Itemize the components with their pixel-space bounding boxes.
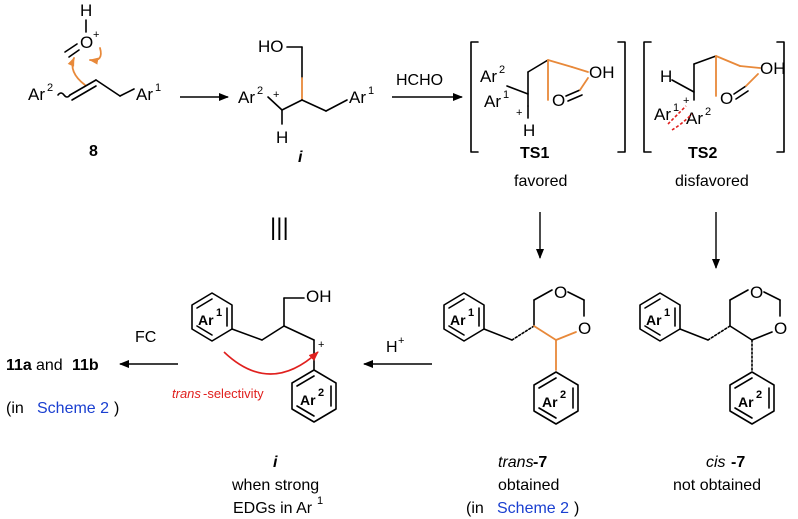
trans-7-prefix: trans <box>498 454 534 471</box>
scheme-2-link-right[interactable]: Scheme 2 <box>497 500 569 517</box>
svg-text:2: 2 <box>257 85 263 97</box>
intermediate-i-top: HO Ar 2 + H Ar 1 i <box>238 37 374 166</box>
svg-text:2: 2 <box>318 387 324 399</box>
plus-charge: + <box>93 29 99 41</box>
svg-text:H: H <box>660 67 672 86</box>
ar2-label: Ar <box>28 85 45 104</box>
svg-text:+: + <box>318 339 324 351</box>
svg-text:Ar: Ar <box>686 109 703 128</box>
svg-text:Ar: Ar <box>238 88 255 107</box>
svg-text:Ar: Ar <box>542 394 558 410</box>
svg-text:Ar: Ar <box>480 67 497 86</box>
svg-text:1: 1 <box>317 495 323 507</box>
ho-label: HO <box>258 37 284 56</box>
svg-text:): ) <box>114 400 119 417</box>
svg-text:(in: (in <box>466 500 484 517</box>
in-text-left: (in <box>6 400 24 417</box>
trans-7-structure: Ar 1 O O Ar 2 trans -7 obtained (in Sche… <box>443 283 591 517</box>
h-atom: H <box>80 1 92 20</box>
cis-7-structure: Ar 1 O O Ar 2 cis -7 not obtained <box>639 283 787 494</box>
product-11b: 11b <box>72 357 99 374</box>
intermediate-i-bottom-label: i <box>273 454 278 471</box>
when-strong-text: when strong <box>231 477 319 494</box>
svg-text:2: 2 <box>499 64 505 76</box>
trans-selectivity-suffix: -selectivity <box>203 386 264 401</box>
svg-text:+: + <box>683 95 689 107</box>
ts1-label: TS1 <box>520 145 549 162</box>
svg-text:1: 1 <box>368 85 374 97</box>
compound-8-label: 8 <box>89 143 98 160</box>
svg-text:O: O <box>750 283 763 302</box>
scheme-2-link-left[interactable]: Scheme 2 <box>37 400 109 417</box>
svg-text:1: 1 <box>503 89 509 101</box>
svg-text:H: H <box>523 121 535 140</box>
svg-text:Ar: Ar <box>349 88 366 107</box>
svg-text:+: + <box>398 335 404 347</box>
cis-7-not-obtained: not obtained <box>673 477 761 494</box>
trans-selectivity-prefix: trans <box>172 386 201 401</box>
compound-8: H O + Ar 2 Ar 1 8 <box>28 1 161 160</box>
svg-text:Ar: Ar <box>738 394 754 410</box>
svg-text:): ) <box>574 500 579 517</box>
ts2-label: TS2 <box>688 145 717 162</box>
svg-text:O: O <box>554 283 567 302</box>
product-11a: 11a <box>6 357 32 374</box>
trans-selectivity-arrow <box>223 351 319 375</box>
ts2-status: disfavored <box>675 173 749 190</box>
ts2-structure: H + OH O Ar 1 Ar 2 TS2 disfavored <box>643 41 786 190</box>
trans-7-number: -7 <box>533 454 547 471</box>
h-plus-label: H <box>386 339 398 356</box>
svg-text:OH: OH <box>589 63 615 82</box>
svg-text:O: O <box>578 319 591 338</box>
ts1-status: favored <box>514 173 567 190</box>
svg-text:OH: OH <box>760 59 786 78</box>
intermediate-i-bottom: Ar 1 OH + Ar 2 trans -selectivity i when… <box>172 287 337 517</box>
svg-text:+: + <box>273 89 279 101</box>
svg-text:H: H <box>276 128 288 147</box>
and-text: and <box>36 357 63 374</box>
svg-text:Ar: Ar <box>646 312 662 328</box>
svg-text:2: 2 <box>705 106 711 118</box>
cis-7-number: -7 <box>731 454 745 471</box>
svg-text:Ar: Ar <box>198 312 214 328</box>
svg-text:1: 1 <box>664 307 670 319</box>
svg-text:1: 1 <box>673 102 679 114</box>
svg-text:Ar: Ar <box>300 392 316 408</box>
trans-7-obtained: obtained <box>498 477 559 494</box>
svg-text:O: O <box>552 91 565 110</box>
svg-text:Ar: Ar <box>484 92 501 111</box>
cis-7-prefix: cis <box>706 454 726 471</box>
svg-text:+: + <box>516 107 522 119</box>
hcho-reagent: HCHO <box>396 72 443 89</box>
svg-text:OH: OH <box>306 287 332 306</box>
ts1-structure: Ar 2 Ar 1 + H OH O TS1 favored <box>470 41 626 190</box>
intermediate-i-label: i <box>298 149 303 166</box>
svg-text:O: O <box>774 319 787 338</box>
svg-text:1: 1 <box>468 307 474 319</box>
svg-text:2: 2 <box>47 82 53 94</box>
o-atom: O <box>80 33 93 52</box>
svg-text:2: 2 <box>560 389 566 401</box>
svg-text:1: 1 <box>216 307 222 319</box>
equivalence-mark: ||| <box>270 214 289 241</box>
svg-text:1: 1 <box>155 82 161 94</box>
svg-text:O: O <box>720 89 733 108</box>
svg-text:2: 2 <box>756 389 762 401</box>
edgs-text: EDGs in Ar <box>233 500 313 517</box>
svg-text:Ar: Ar <box>450 312 466 328</box>
fc-label: FC <box>135 329 156 346</box>
ar1-label: Ar <box>136 85 153 104</box>
svg-text:Ar: Ar <box>654 105 671 124</box>
